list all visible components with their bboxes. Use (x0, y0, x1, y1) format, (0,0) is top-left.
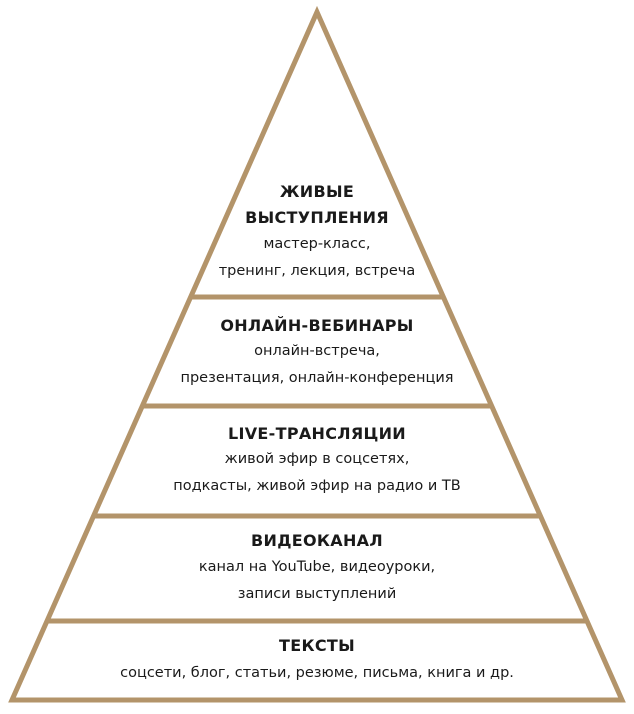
level-5-title: ТЕКСТЫ (279, 636, 355, 655)
level-2-desc: онлайн-встреча, (254, 343, 380, 359)
level-4-desc: канал на YouTube, видеоуроки, (198, 559, 436, 575)
level-2-desc: презентация, онлайн-конференция (180, 370, 454, 386)
level-1-title: ЖИВЫЕ (279, 182, 355, 201)
pyramid-outline (8, 5, 626, 703)
level-1-desc: мастер-класс, (263, 236, 371, 252)
level-5-desc: соцсети, блог, статьи, резюме, письма, к… (120, 665, 514, 681)
level-3-desc: живой эфир в соцсетях, (224, 451, 410, 467)
level-4-title: ВИДЕОКАНАЛ (251, 531, 383, 550)
level-3-desc: подкасты, живой эфир на радио и ТВ (173, 478, 461, 494)
level-4-desc: записи выступлений (237, 586, 397, 602)
level-1-title: ВЫСТУПЛЕНИЯ (245, 208, 389, 227)
level-3-title: LIVE-ТРАНСЛЯЦИИ (228, 424, 406, 443)
level-1-desc: тренинг, лекция, встреча (218, 263, 416, 279)
level-2-title: ОНЛАЙН-ВЕБИНАРЫ (220, 316, 414, 335)
